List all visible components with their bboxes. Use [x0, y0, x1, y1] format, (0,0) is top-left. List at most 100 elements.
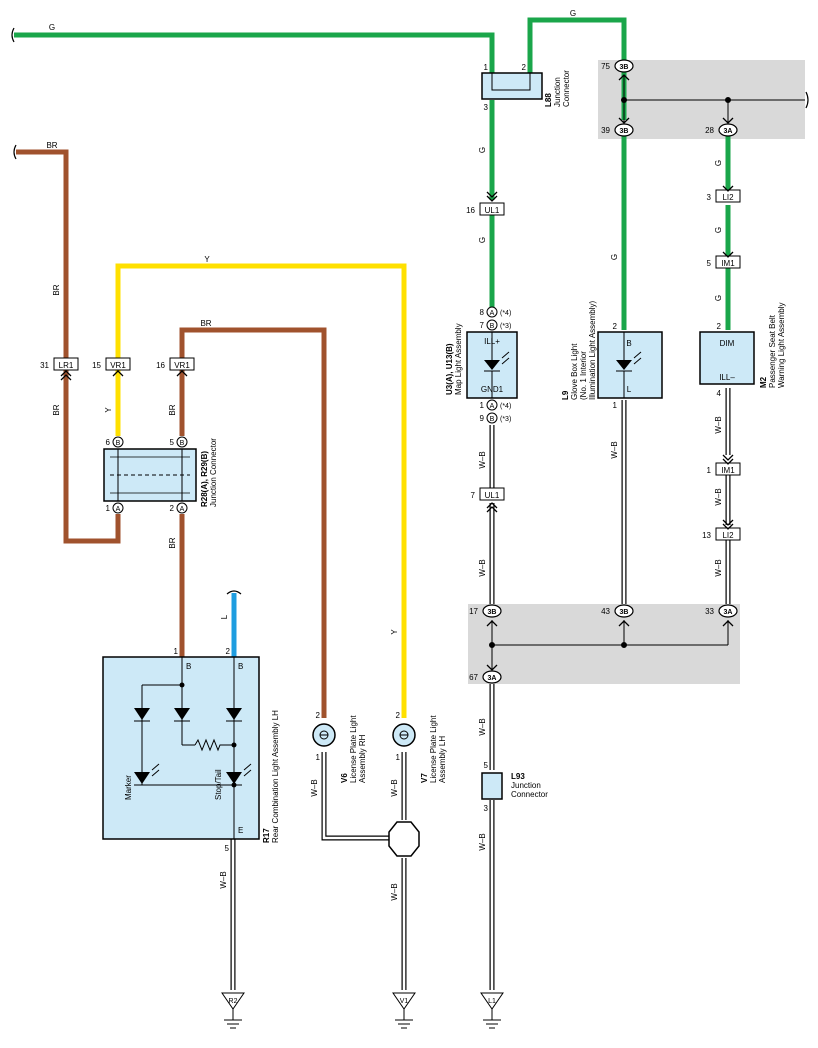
connector-li2-top: LI2 3	[707, 189, 741, 203]
svg-text:15: 15	[92, 361, 101, 370]
svg-text:W–B: W–B	[390, 883, 399, 900]
svg-text:BR: BR	[52, 284, 61, 295]
svg-text:67: 67	[469, 673, 478, 682]
svg-text:Marker: Marker	[124, 775, 133, 800]
svg-text:(*4): (*4)	[500, 310, 511, 317]
svg-text:A: A	[490, 403, 495, 410]
svg-text:Y: Y	[104, 407, 113, 413]
svg-text:W–B: W–B	[714, 416, 723, 433]
svg-text:Connector: Connector	[511, 790, 548, 799]
svg-text:3B: 3B	[488, 609, 497, 616]
svg-text:W–B: W–B	[219, 871, 228, 888]
svg-text:3: 3	[707, 193, 712, 202]
svg-text:License Plate Light: License Plate Light	[429, 715, 438, 783]
svg-text:G: G	[478, 147, 487, 153]
svg-text:UL1: UL1	[485, 206, 500, 215]
svg-text:BR: BR	[168, 537, 177, 548]
connector-lr1-label: LR1	[59, 361, 74, 370]
svg-text:31: 31	[40, 361, 49, 370]
component-m2-seatbelt-warning: DIM ILL– 2 4 M2 Passenger Seat Belt Warn…	[699, 302, 786, 398]
svg-text:E: E	[238, 826, 243, 835]
svg-text:Illumination Light Assembly): Illumination Light Assembly)	[588, 301, 597, 400]
svg-text:V6: V6	[340, 773, 349, 783]
svg-text:3B: 3B	[620, 64, 629, 71]
component-l88: 1 2 3 L88 Junction Connector	[481, 63, 571, 112]
svg-text:Assembly RH: Assembly RH	[358, 734, 367, 783]
svg-text:16: 16	[466, 206, 475, 215]
svg-text:G: G	[478, 237, 487, 243]
svg-text:UL1: UL1	[485, 491, 500, 500]
svg-text:W–B: W–B	[478, 451, 487, 468]
svg-text:License Plate Light: License Plate Light	[349, 715, 358, 783]
svg-text:G: G	[714, 227, 723, 233]
svg-text:43: 43	[601, 607, 610, 616]
svg-text:L1: L1	[488, 998, 496, 1005]
svg-text:B: B	[180, 440, 185, 447]
connector-lr1: LR1 31	[40, 357, 79, 371]
svg-text:1: 1	[396, 753, 401, 762]
svg-text:R17: R17	[262, 828, 271, 843]
svg-text:3B: 3B	[620, 128, 629, 135]
svg-text:5: 5	[170, 438, 175, 447]
svg-text:B: B	[238, 662, 243, 671]
led-icon	[134, 772, 150, 784]
svg-text:M2: M2	[759, 376, 768, 388]
connector-im1-bottom: IM1 1	[707, 462, 741, 476]
component-u3-map-light: ILL+ GND1 U3(A), U13(B) Map Light Assemb…	[445, 323, 518, 399]
svg-text:IM1: IM1	[721, 466, 735, 475]
svg-text:B: B	[490, 416, 495, 423]
svg-text:13: 13	[702, 531, 711, 540]
svg-text:W–B: W–B	[714, 488, 723, 505]
svg-text:2: 2	[613, 322, 618, 331]
svg-text:W–B: W–B	[610, 441, 619, 458]
wire-brown	[16, 149, 327, 718]
svg-text:Connector: Connector	[562, 70, 571, 107]
svg-text:Map Light Assembly: Map Light Assembly	[454, 323, 463, 395]
wire-break-marks	[11, 27, 809, 595]
svg-text:28: 28	[705, 126, 714, 135]
svg-text:A: A	[180, 506, 185, 513]
svg-text:5: 5	[484, 761, 489, 770]
svg-text:ILL–: ILL–	[719, 373, 735, 382]
svg-text:L: L	[220, 614, 229, 619]
svg-text:3: 3	[484, 804, 489, 813]
svg-text:Passenger Seat Belt: Passenger Seat Belt	[768, 314, 777, 388]
svg-text:VR1: VR1	[110, 361, 126, 370]
svg-text:Assembly LH: Assembly LH	[438, 736, 447, 783]
connector-im1-top: IM1 5	[707, 255, 741, 269]
svg-text:L9: L9	[561, 390, 570, 400]
component-l93: 5 3 L93 Junction Connector	[481, 761, 548, 813]
svg-text:Stop/Tail: Stop/Tail	[214, 769, 223, 800]
diode-icon	[174, 708, 190, 720]
svg-text:LI2: LI2	[722, 193, 734, 202]
svg-text:(*3): (*3)	[500, 416, 511, 423]
connector-vr1-left: VR1 15	[92, 357, 131, 371]
circle-pins: A8(*4) B7(*3) A1(*4) B9(*3) B6 B5 A1 A2	[106, 306, 511, 514]
ground-r2: R2	[221, 992, 245, 1029]
svg-text:B: B	[186, 662, 191, 671]
diode-icon	[134, 708, 150, 720]
svg-text:Rear Combination Light Assembl: Rear Combination Light Assembly LH	[271, 710, 280, 843]
diode-icon	[226, 708, 242, 720]
svg-text:Glove Box Light: Glove Box Light	[570, 343, 579, 400]
svg-text:L: L	[627, 385, 632, 394]
svg-text:V7: V7	[420, 773, 429, 783]
svg-text:U3(A), U13(B): U3(A), U13(B)	[445, 343, 454, 395]
svg-text:G: G	[49, 23, 55, 32]
junction-block-internal	[489, 75, 805, 670]
svg-text:1: 1	[106, 504, 111, 513]
wire-white-black	[230, 388, 731, 990]
svg-text:R2: R2	[229, 998, 238, 1005]
svg-text:1: 1	[174, 647, 179, 656]
junction-block-bottom	[468, 604, 740, 684]
svg-text:3: 3	[484, 103, 489, 112]
svg-text:Y: Y	[204, 255, 210, 264]
svg-text:Junction Connector: Junction Connector	[209, 438, 218, 507]
svg-text:(*3): (*3)	[500, 323, 511, 330]
svg-text:1: 1	[707, 466, 712, 475]
svg-text:6: 6	[106, 438, 111, 447]
svg-text:W–B: W–B	[478, 718, 487, 735]
